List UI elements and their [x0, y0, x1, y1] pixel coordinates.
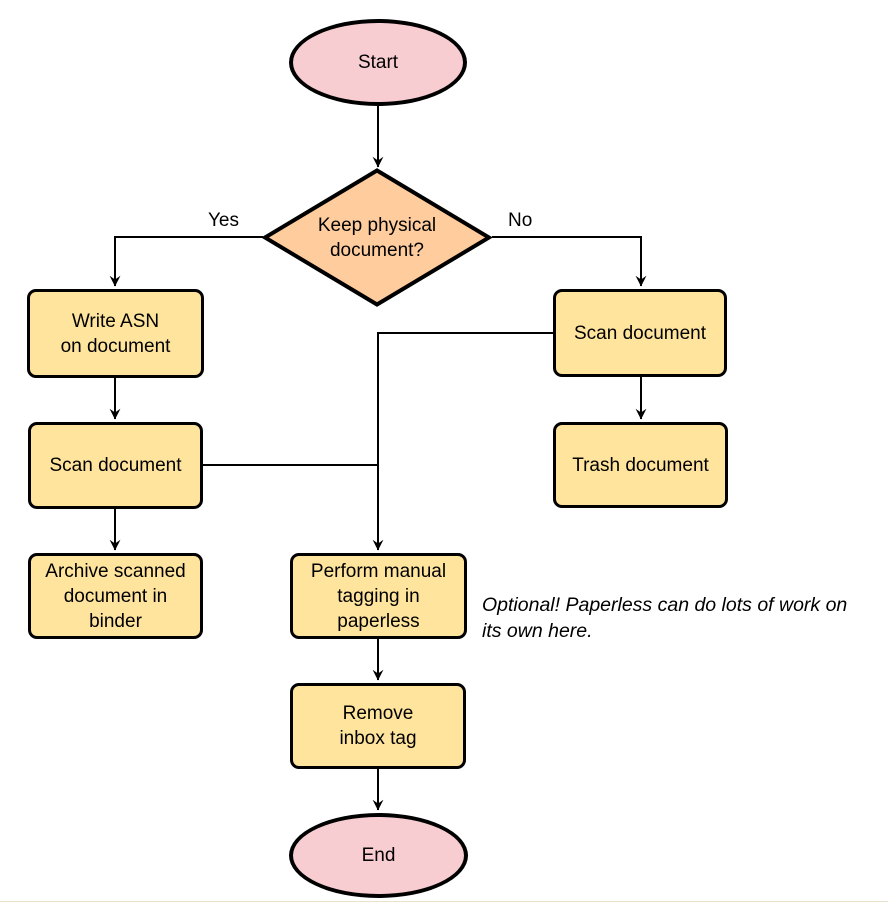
- node-scan-document-left: Scan document: [28, 422, 203, 509]
- edge-label-yes: Yes: [208, 210, 239, 231]
- node-trash-document: Trash document: [553, 422, 728, 508]
- node-end: End: [289, 813, 468, 898]
- node-write-asn-on-document: Write ASN on document: [27, 289, 204, 378]
- node-perform-manual-tagging: Perform manual tagging in paperless: [290, 553, 467, 639]
- decision-label: Keep physical document?: [317, 214, 437, 261]
- node-remove-inbox-tag: Remove inbox tag: [290, 683, 466, 769]
- annotation-note: Optional! Paperless can do lots of work …: [482, 594, 848, 642]
- page-bottom-border: [0, 901, 888, 902]
- node-archive-scanned-document: Archive scanned document in binder: [28, 553, 203, 639]
- node-start: Start: [289, 19, 467, 106]
- decision-diamond-shape: [262, 168, 492, 307]
- node-scan-document-right: Scan document: [553, 289, 727, 377]
- node-decision: Keep physical document?: [262, 168, 492, 307]
- edge-label-no: No: [508, 210, 533, 231]
